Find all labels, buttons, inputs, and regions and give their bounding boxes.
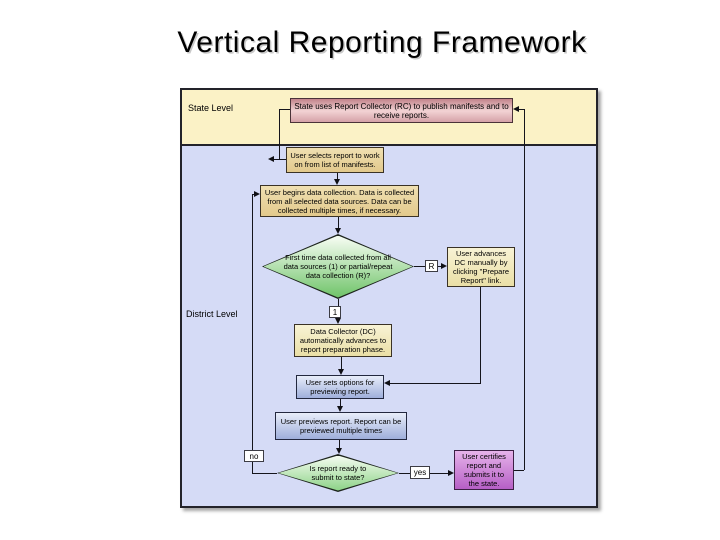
connector-select-collect xyxy=(337,173,338,180)
edge-label-yes: yes xyxy=(410,466,430,479)
lane-state-label: State Level xyxy=(188,103,234,113)
node-begin-data-collection: User begins data collection. Data is col… xyxy=(260,185,419,217)
connector-options-preview xyxy=(340,399,341,406)
arrowhead-down-icon xyxy=(333,179,340,185)
node-state-report-collector-text: State uses Report Collector (RC) to publ… xyxy=(294,101,509,120)
arrowhead-down-icon xyxy=(335,448,342,454)
connector-manual-options xyxy=(480,287,481,383)
node-set-preview-options: User sets options for previewing report. xyxy=(296,375,384,399)
decision-report-ready: Is report ready to submit to state? xyxy=(277,454,399,492)
connector-preview-decision xyxy=(339,440,340,448)
lane-district-label: District Level xyxy=(186,309,238,319)
arrowhead-left-icon xyxy=(268,155,274,162)
arrowhead-down-icon xyxy=(337,369,344,375)
connector-collect-decision xyxy=(338,217,339,229)
slide-title: Vertical Reporting Framework xyxy=(177,26,587,59)
connector-rc-select xyxy=(279,109,290,110)
arrowhead-left-icon xyxy=(513,105,519,112)
node-advance-manually: User advances DC manually by clicking "P… xyxy=(447,247,515,287)
edge-label-no: no xyxy=(244,450,264,462)
lane-divider xyxy=(182,144,596,146)
node-preview-report-text: User previews report. Report can be prev… xyxy=(280,417,402,435)
connector-rc-select xyxy=(279,109,280,160)
node-begin-data-collection-text: User begins data collection. Data is col… xyxy=(264,187,415,215)
node-certify-submit: User certifies report and submits it to … xyxy=(454,450,514,490)
connector-manual-options xyxy=(390,383,481,384)
decision-first-time-collection-text: First time data collected from all data … xyxy=(283,253,393,280)
decision-first-time-collection: First time data collected from all data … xyxy=(262,234,414,299)
arrowhead-down-icon xyxy=(334,228,341,234)
connector-certify-rc xyxy=(514,470,524,471)
edge-label-1: 1 xyxy=(329,306,341,318)
diagram-frame: State Level District Level 1 R xyxy=(180,88,598,508)
node-select-report-text: User selects report to work on from list… xyxy=(290,151,380,169)
connector-certify-rc xyxy=(524,109,525,470)
node-advance-automatically: Data Collector (DC) automatically advanc… xyxy=(294,324,392,357)
arrowhead-left-icon xyxy=(384,379,390,386)
node-select-report: User selects report to work on from list… xyxy=(286,147,384,173)
arrowhead-right-icon xyxy=(441,262,447,269)
connector-no-loop xyxy=(252,194,254,195)
decision-report-ready-text: Is report ready to submit to state? xyxy=(309,464,367,482)
node-advance-manually-text: User advances DC manually by clicking "P… xyxy=(452,249,510,285)
connector-auto-options xyxy=(341,357,342,369)
arrowhead-right-icon xyxy=(448,469,454,476)
connector-rc-select xyxy=(274,159,286,160)
connector-no-loop xyxy=(252,473,277,474)
node-set-preview-options-text: User sets options for previewing report. xyxy=(305,378,375,396)
node-certify-submit-text: User certifies report and submits it to … xyxy=(462,452,506,488)
node-preview-report: User previews report. Report can be prev… xyxy=(275,412,407,440)
connector-certify-rc xyxy=(519,109,524,110)
node-state-report-collector: State uses Report Collector (RC) to publ… xyxy=(290,98,513,123)
arrowhead-down-icon xyxy=(336,406,343,412)
arrowhead-down-icon xyxy=(334,318,341,324)
edge-label-r: R xyxy=(425,260,438,272)
arrowhead-right-icon xyxy=(254,190,260,197)
connector-no-loop xyxy=(252,194,253,473)
node-advance-automatically-text: Data Collector (DC) automatically advanc… xyxy=(299,327,387,354)
